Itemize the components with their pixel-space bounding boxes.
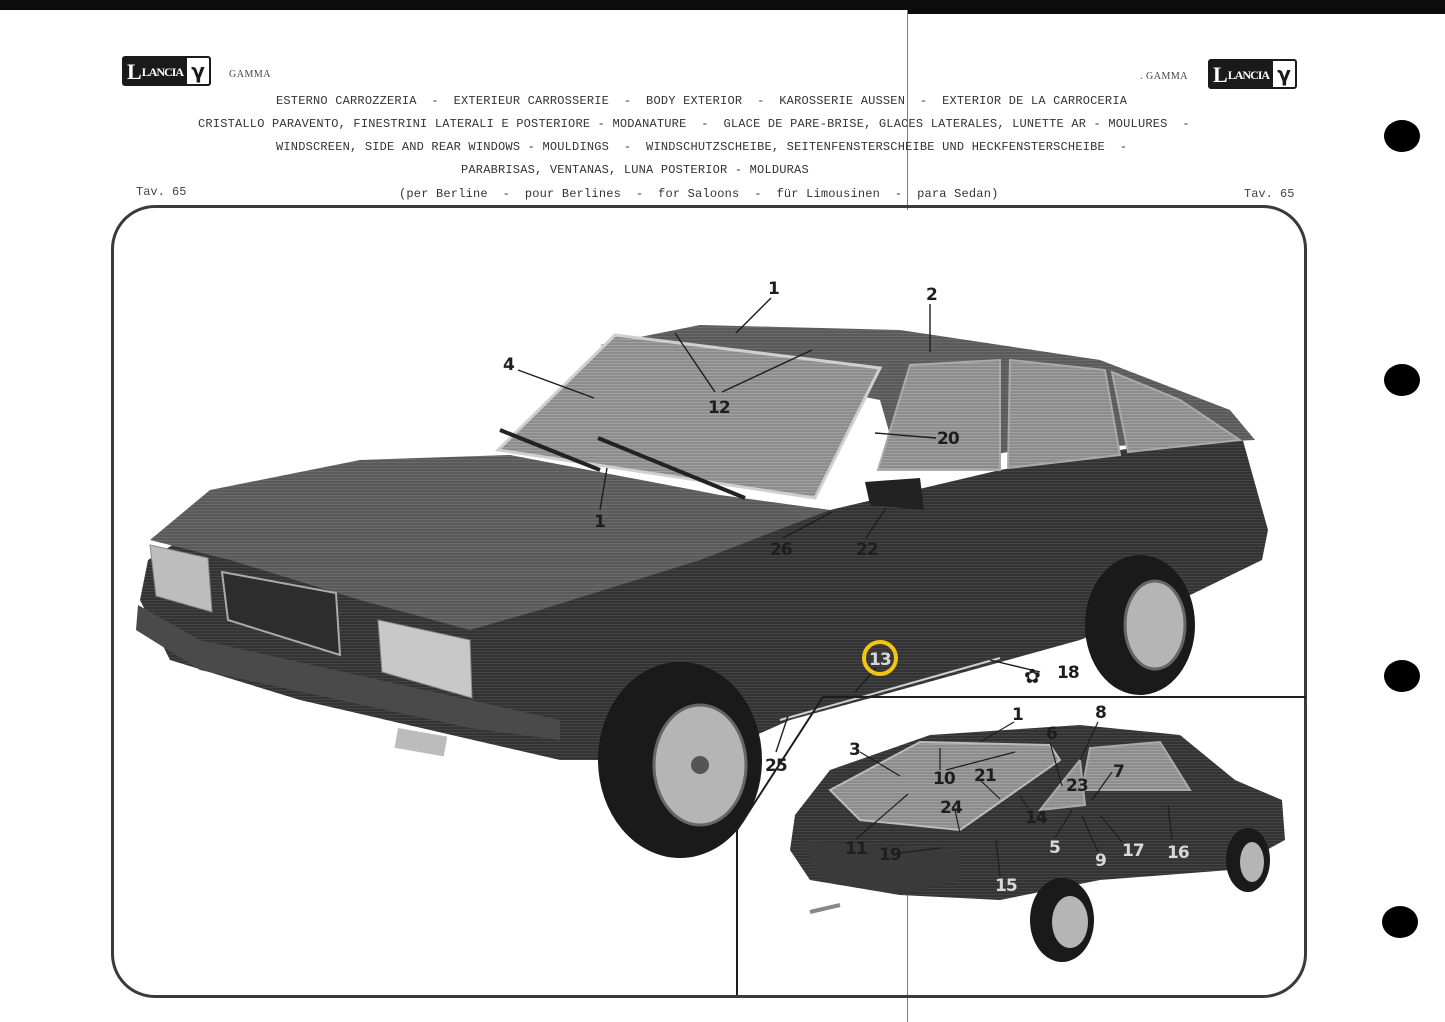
callout-26: 26 bbox=[770, 540, 793, 560]
section-title-line-4: PARABRISAS, VENTANAS, LUNA POSTERIOR - M… bbox=[461, 163, 809, 177]
inset-callout-14: 14 bbox=[1025, 808, 1048, 828]
inset-callout-7: 7 bbox=[1113, 762, 1125, 782]
page-seam-top bbox=[907, 10, 908, 210]
diagram-frame bbox=[111, 205, 1307, 998]
model-name-right: . GAMMA bbox=[1140, 71, 1188, 82]
inset-callout-21: 21 bbox=[974, 766, 997, 786]
inset-car-rear-view bbox=[790, 721, 1285, 962]
callout-1: 1 bbox=[768, 279, 780, 299]
callout-25: 25 bbox=[765, 756, 788, 776]
inset-callout-15: 15 bbox=[995, 876, 1018, 896]
binder-hole-1 bbox=[1384, 120, 1420, 152]
callout-22: 22 bbox=[856, 540, 879, 560]
callout-13-highlighted[interactable]: 13 bbox=[869, 650, 892, 670]
logo-text: LANCIA bbox=[1227, 67, 1270, 82]
binder-hole-2 bbox=[1384, 364, 1420, 396]
callout-12: 12 bbox=[708, 398, 731, 418]
main-car-front-view bbox=[136, 297, 1268, 858]
inset-callout-8: 8 bbox=[1095, 703, 1107, 723]
section-title-line-1: ESTERNO CARROZZERIA - EXTERIEUR CARROSSE… bbox=[276, 94, 1128, 108]
section-title-line-3: WINDSCREEN, SIDE AND REAR WINDOWS - MOUL… bbox=[276, 140, 1128, 154]
callout-2: 2 bbox=[926, 285, 938, 305]
inset-callout-3: 3 bbox=[849, 740, 861, 760]
inset-callout-5: 5 bbox=[1049, 838, 1061, 858]
inset-callout-19: 19 bbox=[879, 845, 902, 865]
inset-callout-10: 10 bbox=[933, 769, 956, 789]
vehicle-type-note: (per Berline - pour Berlines - for Saloo… bbox=[399, 187, 999, 201]
inset-callout-9: 9 bbox=[1095, 851, 1107, 871]
inset-callout-1: 1 bbox=[1012, 705, 1024, 725]
page-seam-bottom bbox=[907, 870, 908, 1022]
scan-edge-top-right bbox=[907, 0, 1445, 14]
section-title-line-2: CRISTALLO PARAVENTO, FINESTRINI LATERALI… bbox=[198, 117, 1190, 131]
callout-4: 4 bbox=[503, 355, 515, 375]
inset-callout-17: 17 bbox=[1122, 841, 1145, 861]
inset-callout-6: 6 bbox=[1046, 724, 1058, 744]
clip-fastener-icon: ✿ bbox=[1024, 664, 1041, 688]
scan-edge-top-left bbox=[0, 0, 907, 10]
inset-border bbox=[736, 696, 1306, 995]
table-number-left: Tav. 65 bbox=[136, 185, 187, 199]
callout-18: 18 bbox=[1057, 663, 1080, 683]
logo-text: LANCIA bbox=[141, 64, 184, 79]
callout-1-lower: 1 bbox=[594, 512, 606, 532]
gamma-symbol-icon: γ bbox=[1277, 62, 1291, 86]
inset-callout-24: 24 bbox=[940, 798, 963, 818]
highlight-ring-13 bbox=[862, 640, 898, 676]
binder-hole-4 bbox=[1382, 906, 1418, 938]
inset-callout-23: 23 bbox=[1066, 776, 1089, 796]
gamma-symbol-icon: γ bbox=[191, 59, 205, 83]
inset-callout-11: 11 bbox=[845, 839, 868, 859]
model-name-left: GAMMA bbox=[229, 69, 271, 80]
callout-20: 20 bbox=[937, 429, 960, 449]
table-number-right: Tav. 65 bbox=[1244, 187, 1295, 201]
binder-hole-3 bbox=[1384, 660, 1420, 692]
inset-callout-16: 16 bbox=[1167, 843, 1190, 863]
